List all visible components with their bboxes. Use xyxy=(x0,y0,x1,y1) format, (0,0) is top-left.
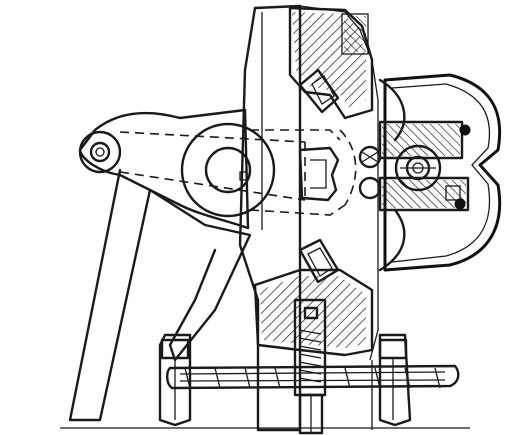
jaw-block-lower xyxy=(378,176,470,212)
hidden-linkage-lines xyxy=(119,129,357,216)
slanted-leg xyxy=(68,168,252,422)
spring-plunger xyxy=(293,298,327,435)
left-foot-bracket xyxy=(158,333,192,427)
jaw-block-upper xyxy=(378,120,471,160)
link-block xyxy=(298,146,340,202)
upper-bearing-housing xyxy=(288,6,374,120)
base-plate xyxy=(166,364,460,390)
crank-arm xyxy=(78,108,276,230)
right-foot-bracket xyxy=(378,333,412,427)
feed-rollers xyxy=(358,145,382,200)
center-nut xyxy=(394,144,442,192)
jaw-housing xyxy=(378,73,502,272)
lower-bearing-housing xyxy=(253,238,374,357)
